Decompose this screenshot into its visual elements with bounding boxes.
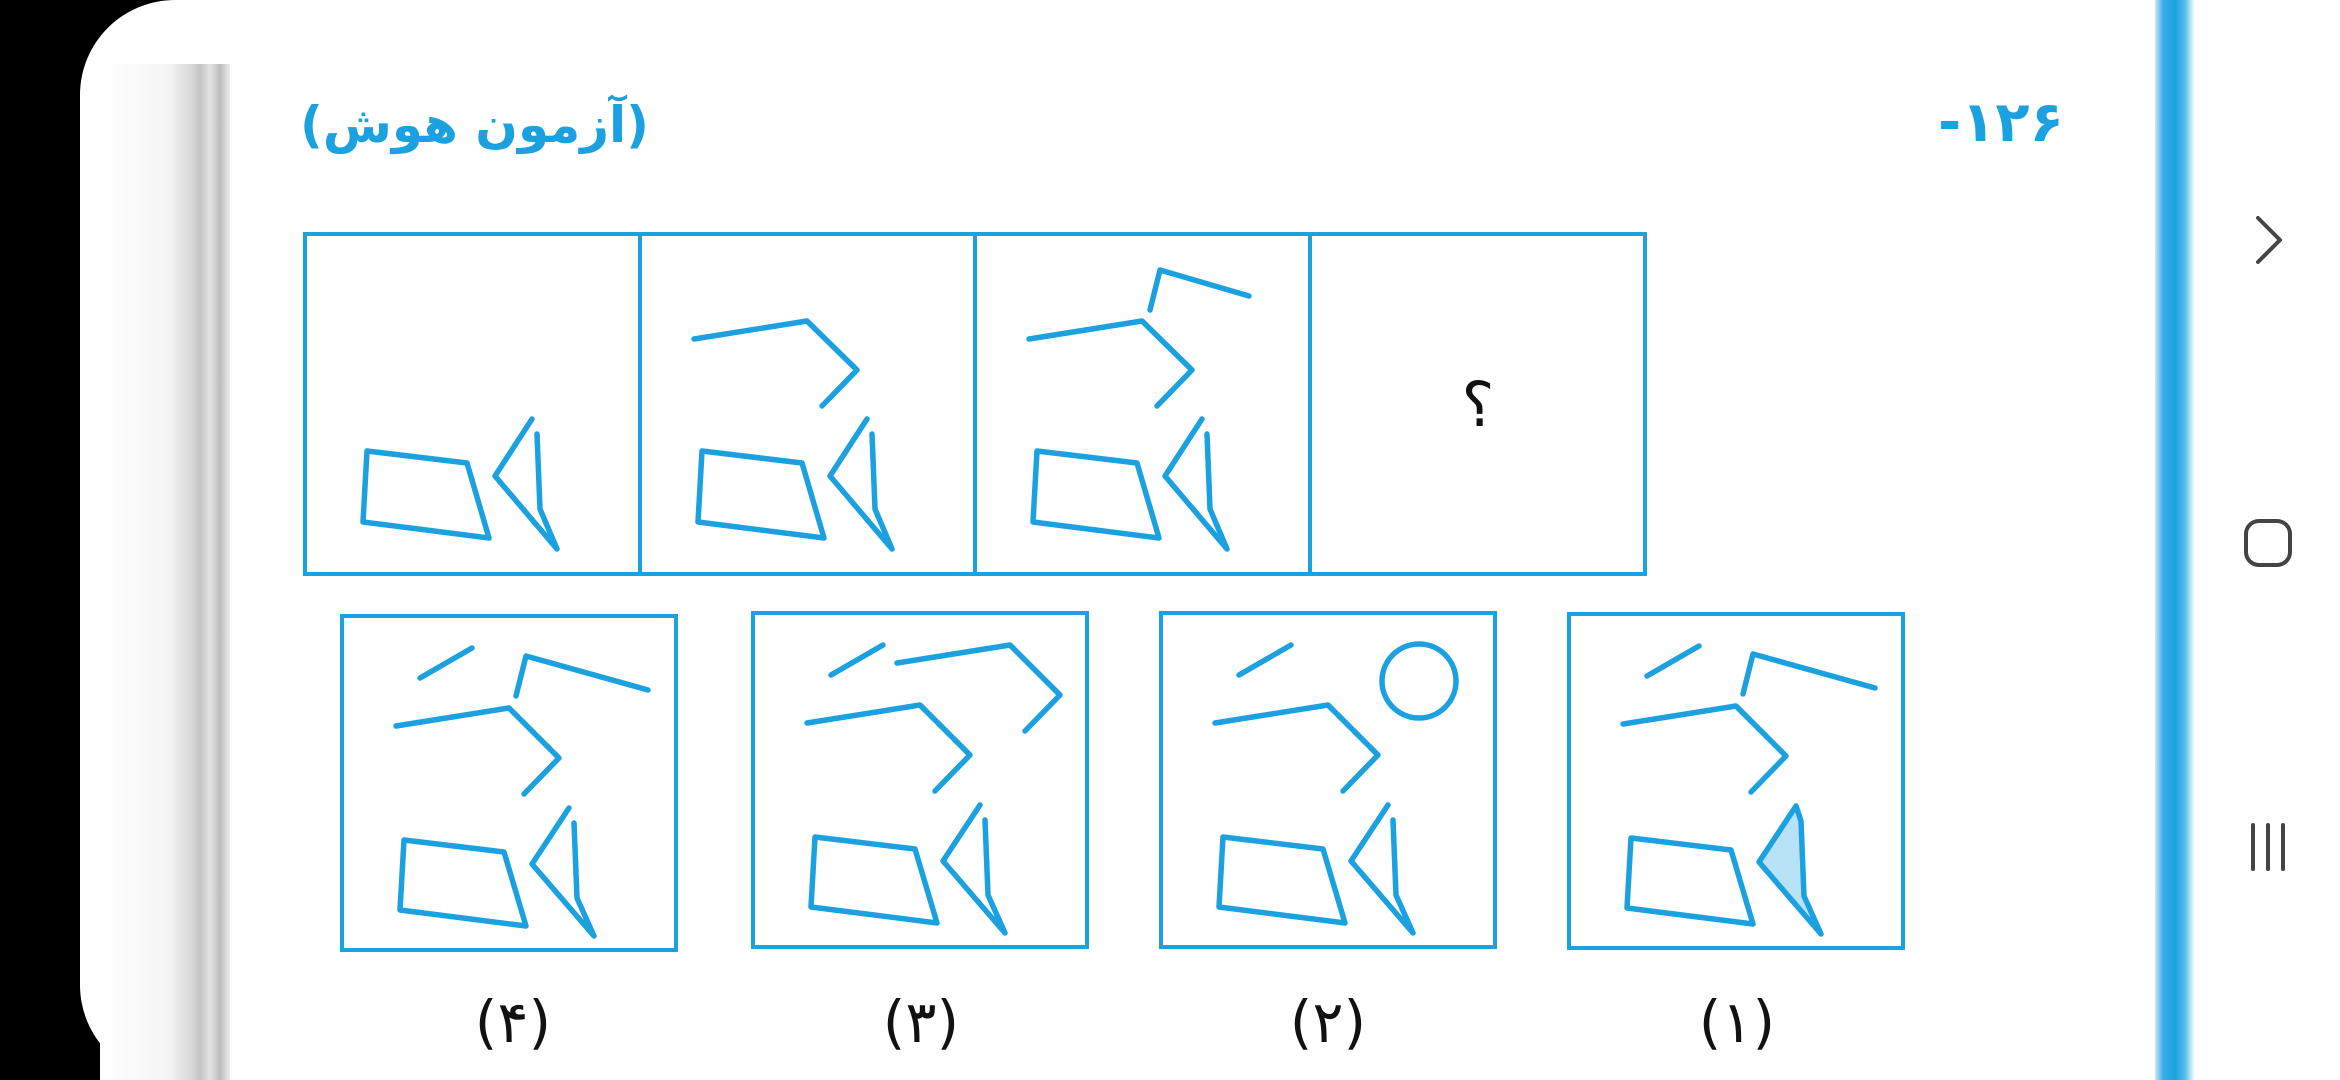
quadrilateral-shape <box>360 448 492 541</box>
sequence-row: ؟ <box>303 232 1647 576</box>
short-dash-line <box>1236 642 1294 678</box>
hook-line <box>1740 651 1878 697</box>
short-dash-line <box>1644 643 1702 679</box>
bent-line <box>1026 318 1195 409</box>
boot-shape <box>1348 802 1416 936</box>
circle-shape <box>1379 641 1459 721</box>
home-icon <box>2243 519 2292 567</box>
bent-line <box>1212 702 1381 794</box>
option-3-box[interactable] <box>751 611 1089 949</box>
shaded-boot-shape <box>1756 803 1824 937</box>
forward-icon <box>2255 216 2282 264</box>
option-2-figure <box>1212 641 1459 936</box>
bent-line <box>393 705 562 797</box>
sequence-cell-unknown: ؟ <box>1312 236 1643 572</box>
option-1-figure <box>1620 643 1878 937</box>
option-2-label: (۲) <box>1289 988 1367 1056</box>
quadrilateral-shape <box>808 834 940 926</box>
page-title: (آزمون هوش) <box>300 96 650 154</box>
option-2-box[interactable] <box>1159 611 1497 949</box>
sequence-cell-2 <box>642 236 977 572</box>
boot-shape <box>492 416 560 552</box>
recent-apps-icon <box>2250 823 2285 871</box>
question-mark: ؟ <box>1461 367 1495 441</box>
option-3-label: (۳) <box>882 988 960 1056</box>
forward-button[interactable] <box>2195 180 2340 300</box>
option-1-label: (۱) <box>1698 988 1776 1056</box>
boot-shape <box>1162 416 1230 552</box>
sequence-cell-1 <box>307 236 642 572</box>
option-4-figure <box>393 645 651 939</box>
page-card <box>80 0 2260 1080</box>
hook-line <box>1147 267 1252 313</box>
bent-line <box>804 702 973 794</box>
quadrilateral-shape <box>1216 834 1348 926</box>
option-4-label: (۴) <box>474 988 552 1056</box>
book-binding <box>100 64 230 1080</box>
quadrilateral-shape <box>695 448 827 541</box>
quadrilateral-shape <box>397 837 529 929</box>
option-4-box[interactable] <box>340 614 678 952</box>
short-dash-line <box>417 645 475 681</box>
sequence-figure-1 <box>360 416 560 552</box>
page-edge <box>2155 0 2195 1080</box>
navigation-bar <box>2195 0 2340 1080</box>
boot-shape <box>827 416 895 552</box>
boot-shape <box>940 802 1008 936</box>
bent-line <box>1620 703 1789 795</box>
option-3-figure <box>804 642 1063 936</box>
boot-shape <box>529 805 597 939</box>
sequence-figure-3 <box>1026 267 1252 552</box>
bent-line <box>894 642 1063 734</box>
home-button[interactable] <box>2195 483 2340 603</box>
recent-apps-button[interactable] <box>2195 787 2340 907</box>
sequence-cell-3 <box>977 236 1312 572</box>
option-1-box[interactable] <box>1567 612 1905 950</box>
quadrilateral-shape <box>1624 835 1756 927</box>
question-number: -۱۲۶ <box>1938 90 2064 155</box>
short-dash-line <box>828 642 886 678</box>
hook-line <box>513 653 651 699</box>
bent-line <box>691 318 860 409</box>
sequence-figure-2 <box>691 318 895 552</box>
quadrilateral-shape <box>1030 448 1162 541</box>
